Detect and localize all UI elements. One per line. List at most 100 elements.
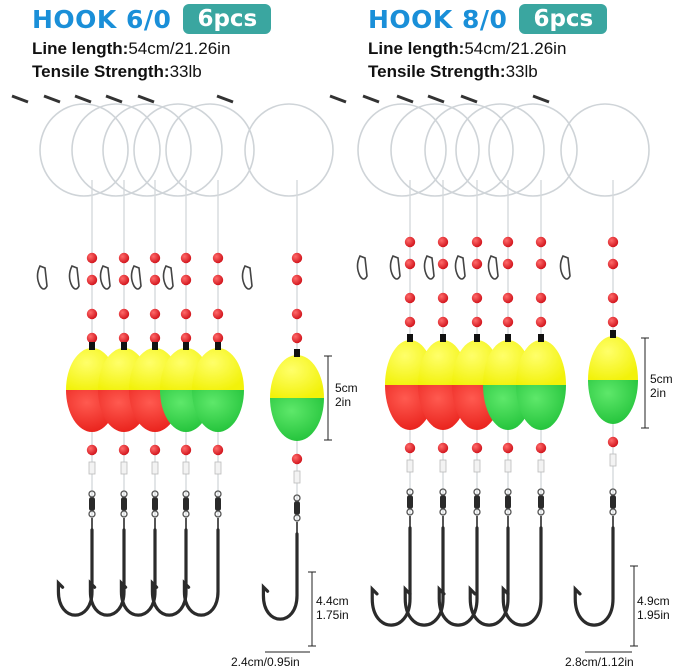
bead <box>291 332 303 344</box>
left-tensile-value: 33lb <box>169 62 202 81</box>
bead <box>535 258 547 270</box>
leader-loop <box>39 103 129 197</box>
float-top-yellow <box>192 348 244 390</box>
float-top-yellow <box>588 336 638 380</box>
bead <box>535 316 547 328</box>
left-tensile: Tensile Strength:33lb <box>32 62 202 82</box>
left-header: HOOK 6/0 6pcs <box>32 2 272 36</box>
bead <box>607 258 619 270</box>
snap-clip <box>487 254 499 280</box>
swivel <box>89 497 95 511</box>
top-swivel <box>11 94 29 104</box>
fishing-hook <box>468 526 510 627</box>
swivel-ring <box>473 488 481 496</box>
bead <box>212 332 224 344</box>
leader-loop <box>133 103 223 197</box>
line-stop <box>439 459 447 473</box>
bead <box>149 332 161 344</box>
swivel <box>215 497 221 511</box>
top-swivel <box>216 94 234 104</box>
snap-clip <box>130 264 142 290</box>
left-float-in: 2in <box>335 395 352 409</box>
snap-clip <box>423 254 435 280</box>
bead <box>291 308 303 320</box>
bead <box>180 274 192 286</box>
swivel-ring <box>406 508 414 516</box>
left-line-length-label: Line length: <box>32 39 129 58</box>
swivel-ring <box>214 510 222 518</box>
right-tensile-value: 33lb <box>505 62 538 81</box>
float-cap <box>121 342 127 350</box>
float-cap <box>152 342 158 350</box>
float-cap <box>215 342 221 350</box>
swivel-ring <box>609 508 617 516</box>
swivel-ring <box>151 510 159 518</box>
leader-loop <box>455 103 545 197</box>
bead <box>607 236 619 248</box>
leader-loop <box>165 103 255 197</box>
snap-clip <box>162 264 174 290</box>
float-cap <box>610 330 616 338</box>
top-swivel <box>532 94 550 104</box>
float-cap <box>474 334 480 342</box>
bead <box>437 292 449 304</box>
bead <box>212 444 224 456</box>
right-hook-size: HOOK 8/0 <box>368 4 508 34</box>
bead <box>471 292 483 304</box>
left-hook-width: 2.4cm/0.95in <box>231 655 300 669</box>
swivel-ring <box>182 510 190 518</box>
fishing-hook <box>182 528 220 617</box>
bead <box>471 258 483 270</box>
bead <box>404 258 416 270</box>
leader-loop <box>102 103 192 197</box>
bead <box>212 308 224 320</box>
right-hook-length-cm: 4.9cm <box>637 594 670 608</box>
swivel-ring <box>151 490 159 498</box>
left-tensile-label: Tensile Strength: <box>32 62 170 81</box>
bead <box>118 444 130 456</box>
bead <box>212 274 224 286</box>
right-tensile: Tensile Strength:33lb <box>368 62 538 82</box>
swivel-ring <box>537 508 545 516</box>
float-cap <box>89 342 95 350</box>
bead <box>607 292 619 304</box>
bead <box>502 442 514 454</box>
snap-clip <box>241 264 253 290</box>
right-hook-length-in: 1.95in <box>637 608 670 622</box>
top-swivel <box>396 94 414 104</box>
right-pcs-badge: 6pcs <box>519 4 608 34</box>
float-top-yellow <box>270 355 324 398</box>
swivel-ring <box>439 488 447 496</box>
top-swivel <box>427 94 445 104</box>
fishing-hook <box>573 526 615 627</box>
bead <box>86 444 98 456</box>
line-stop <box>537 459 545 473</box>
float-cap <box>407 334 413 342</box>
bead <box>502 236 514 248</box>
float-cap <box>183 342 189 350</box>
leader-loop <box>390 103 480 197</box>
left-pcs-badge: 6pcs <box>183 4 272 34</box>
bead <box>437 442 449 454</box>
bead <box>502 258 514 270</box>
fishing-hook <box>370 526 412 627</box>
fishing-hook <box>437 526 479 627</box>
swivel-ring <box>473 508 481 516</box>
line-stop <box>88 461 96 475</box>
bead <box>180 332 192 344</box>
swivel <box>183 497 189 511</box>
bead <box>404 316 416 328</box>
swivel <box>407 495 413 509</box>
leader-loop <box>488 103 578 197</box>
left-hook-size: HOOK 6/0 <box>32 4 172 34</box>
bead <box>535 442 547 454</box>
line-stop <box>293 470 301 484</box>
bead <box>212 252 224 264</box>
leader-loop <box>71 103 161 197</box>
bead <box>149 252 161 264</box>
bead <box>86 252 98 264</box>
right-hook-length: 4.9cm 1.95in <box>637 594 670 622</box>
fishing-hook <box>501 526 543 627</box>
bead <box>471 442 483 454</box>
